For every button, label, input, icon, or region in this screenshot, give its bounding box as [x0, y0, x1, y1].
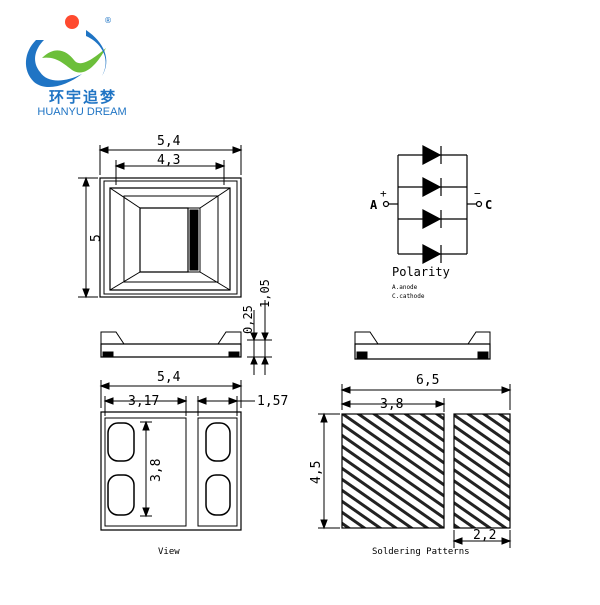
side-view-right	[354, 331, 491, 360]
diode-2-icon	[398, 177, 467, 197]
dim-bottom-width: 5,4	[157, 370, 181, 385]
brand-name-cn: 环宇追梦	[48, 88, 117, 106]
polarity-schematic	[382, 145, 483, 264]
solder-pad-large	[341, 413, 445, 529]
dim-top-width-outer: 5,4	[157, 134, 181, 149]
dim-top-height: 5	[89, 234, 104, 242]
brand-name-en: HUANYU DREAM	[37, 106, 127, 118]
dim-solder-pad-width: 3,8	[380, 397, 403, 412]
diode-3-icon	[398, 209, 467, 229]
dim-bottom-pad-spacing: 3,17	[128, 394, 159, 409]
polarity-legend-anode: A.anode	[392, 284, 418, 291]
solder-pad-small	[453, 413, 511, 529]
soldering-caption: Soldering Patterns	[372, 547, 470, 557]
bottom-view	[99, 380, 255, 531]
diode-4-icon	[398, 244, 467, 264]
polarity-plus: +	[380, 187, 387, 200]
polarity-minus: −	[474, 187, 481, 200]
logo-swoosh-blue	[25, 40, 82, 88]
polarity-anode-label: A	[370, 198, 378, 212]
registered-mark: ®	[104, 16, 112, 25]
bottom-view-caption: View	[158, 547, 180, 557]
dim-solder-height: 4,5	[309, 461, 324, 484]
top-view-body	[99, 177, 242, 298]
diode-1-icon	[398, 145, 467, 165]
top-view	[78, 145, 243, 299]
polarity-legend-cathode: C.cathode	[392, 293, 425, 300]
logo-arc-blue	[86, 30, 107, 76]
side-view-left	[100, 300, 272, 375]
dim-bottom-pad-height: 3,8	[149, 459, 164, 482]
brand-logo	[25, 15, 107, 88]
dim-solder-small-pad: 2,2	[473, 528, 496, 543]
dim-side-top: 0,25	[241, 305, 255, 334]
logo-wave-green	[42, 48, 106, 73]
polarity-cathode-label: C	[485, 198, 492, 212]
polarity-title: Polarity	[392, 265, 450, 279]
dim-top-width-inner: 4,3	[157, 153, 180, 168]
dim-bottom-pad-width: 1,57	[257, 394, 288, 409]
dim-side-right: 1,05	[258, 279, 272, 308]
sun-icon	[65, 15, 79, 29]
dim-solder-total-width: 6,5	[416, 373, 439, 388]
soldering-patterns	[318, 384, 512, 548]
